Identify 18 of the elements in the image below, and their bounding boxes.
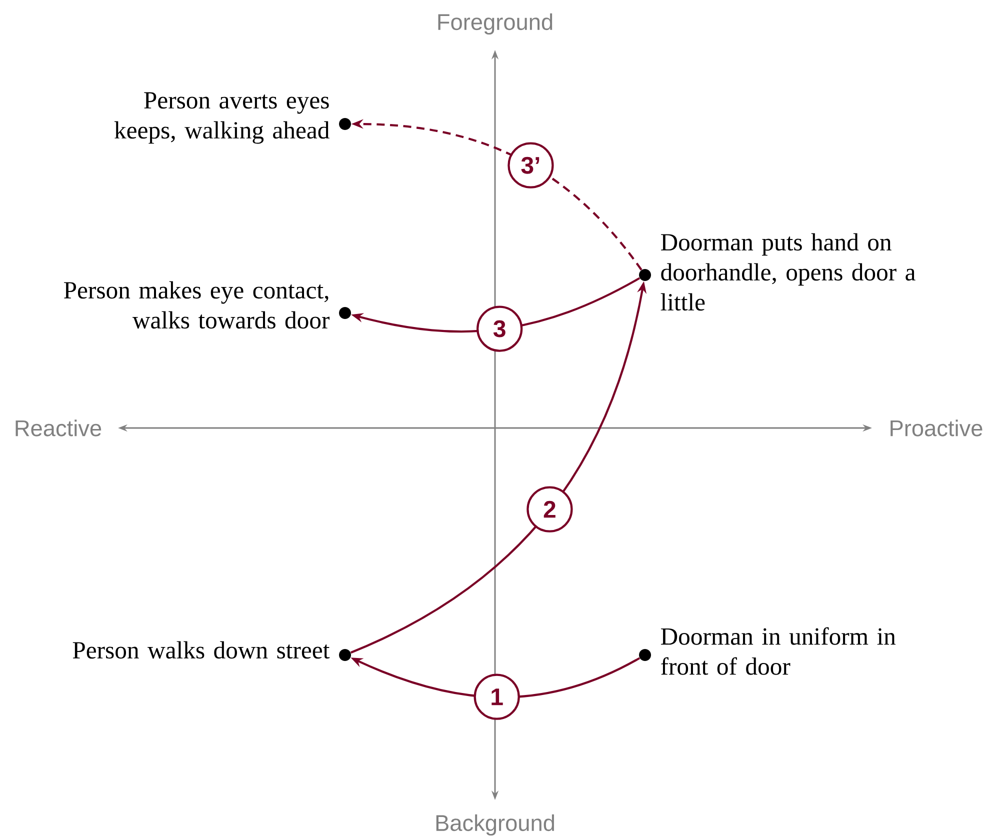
edge-label: 1 [474, 674, 520, 720]
axis-label: Foreground [438, 13, 552, 35]
axis-label: Reactive [16, 420, 102, 436]
edge-label: 3 [476, 306, 523, 352]
dot [639, 268, 651, 281]
node-text: Person makes eye contact, walks towards door [64, 281, 330, 329]
axis-label: Proactive [890, 420, 982, 436]
edge-label: 3’ [508, 142, 554, 188]
edge-label: 2 [526, 486, 573, 532]
node-text: Doorman in uniform in front of door [660, 627, 896, 675]
dot [339, 118, 351, 130]
dot [339, 648, 351, 661]
dot [339, 306, 351, 319]
node-text: Person averts eyes keeps, walking ahead [114, 92, 330, 144]
node-text: Person walks down street [72, 641, 330, 659]
axis-label: Background [436, 814, 554, 836]
dot [639, 648, 651, 661]
node-text: Doorman puts hand on doorhandle, opens door a little [660, 233, 916, 311]
